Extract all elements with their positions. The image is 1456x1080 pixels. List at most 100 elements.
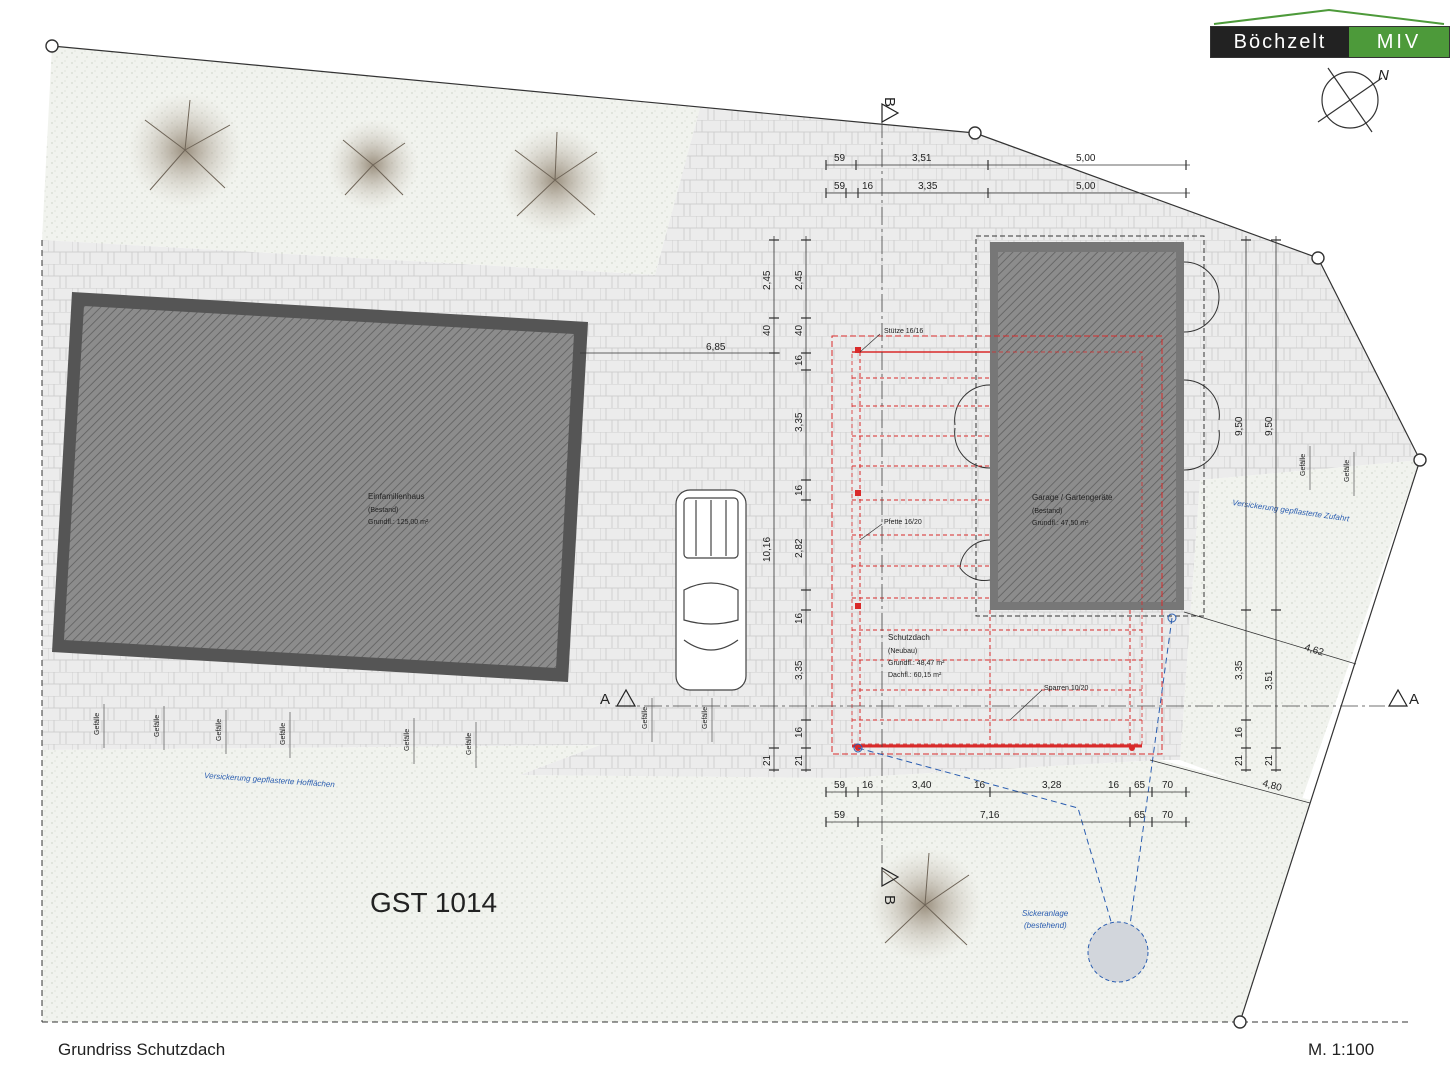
slope-label: Gefälle (1300, 454, 1307, 476)
dim-bottom-3: 3,40 (912, 780, 932, 791)
dim-right-2: 3,35 (1234, 660, 1245, 680)
slope-arrows (103, 446, 1355, 768)
roof-area: Grundfl.: 48,47 m² (888, 660, 945, 667)
roof-outline (831, 335, 1163, 755)
dim-left-5: 2,45 (794, 270, 805, 290)
roof-inner (851, 351, 1143, 745)
house-name: Einfamilienhaus (368, 492, 424, 501)
callout-sicker-2: (bestehend) (1024, 921, 1067, 930)
shelter-roof (831, 335, 1163, 755)
boundary-marker (1413, 453, 1427, 467)
dim-left-1: 2,45 (762, 270, 773, 290)
callout-sicker-1: Sickeranlage (1022, 909, 1069, 918)
plan-title: Grundriss Schutzdach (58, 1040, 225, 1059)
slope-label: Gefälle (466, 733, 473, 755)
dim-top-7: 5,00 (1076, 181, 1096, 192)
boundary-marker (968, 126, 982, 140)
dim-right-4: 21 (1234, 754, 1245, 766)
dim-left-12: 3,35 (794, 660, 805, 680)
section-triangle-icon (881, 866, 900, 888)
garage-outline (975, 235, 1205, 617)
house-roof-hatch (64, 306, 574, 668)
boundary-marker (1311, 251, 1325, 265)
dim-top-3: 5,00 (1076, 153, 1096, 164)
section-a-right: A (1409, 691, 1419, 708)
dim-left-13: 16 (794, 726, 805, 738)
north-label: N (1378, 67, 1389, 84)
dim-right-7: 21 (1264, 754, 1275, 766)
dim-bottom-6: 16 (1108, 780, 1120, 791)
company-logo: Böchzelt MIV (1210, 26, 1450, 58)
slope-label: Gefälle (404, 729, 411, 751)
dim-bottom-9: 59 (834, 810, 846, 821)
slope-label: Gefälle (280, 723, 287, 745)
column (855, 603, 861, 609)
dim-bottom-12: 70 (1162, 810, 1174, 821)
dim-left-3: 10,16 (762, 537, 773, 562)
dimension-lines (580, 164, 1357, 823)
slope-label: Gefälle (216, 719, 223, 741)
logo-roof-icon (1213, 8, 1445, 25)
dim-diag-2: 4,80 (1261, 778, 1283, 794)
dim-left-6: 40 (794, 324, 805, 336)
dim-top-6: 3,35 (918, 181, 938, 192)
section-triangle-icon (615, 688, 637, 707)
slope-labels: Gefälle Gefälle Gefälle Gefälle Gefälle … (94, 454, 1351, 755)
dimension-ticks (769, 160, 1281, 827)
roof-status: (Neubau) (888, 648, 917, 655)
dim-bottom-8: 70 (1162, 780, 1174, 791)
section-b-bottom: B (881, 895, 898, 905)
column (855, 490, 861, 496)
lawn-bottom (42, 745, 1310, 1022)
dim-bottom-11: 65 (1134, 810, 1146, 821)
house-area: Grundfl.: 125,00 m² (368, 519, 429, 526)
section-a-left: A (600, 691, 610, 708)
logo-text-left: Böchzelt (1211, 27, 1349, 57)
dim-top-2: 3,51 (912, 153, 932, 164)
dim-left-14: 21 (794, 754, 805, 766)
dim-left-10: 2,82 (794, 538, 805, 558)
callout-pfette: Pfette 16/20 (884, 519, 922, 526)
plan-scale: M. 1:100 (1308, 1040, 1374, 1059)
dim-right-6: 3,51 (1264, 670, 1275, 690)
boundary-marker (1233, 1015, 1247, 1029)
garage-name: Garage / Gartengeräte (1032, 493, 1113, 502)
dim-bottom-2: 16 (862, 780, 874, 791)
dim-top-4: 59 (834, 181, 846, 192)
dim-right-1: 9,50 (1234, 416, 1245, 436)
roof-roof-area: Dachfl.: 60,15 m² (888, 672, 942, 679)
garage-area: Grundfl.: 47,50 m² (1032, 520, 1089, 527)
door-swing-icon (1183, 261, 1220, 333)
dim-left-8: 3,35 (794, 412, 805, 432)
dim-bottom-5: 3,28 (1042, 780, 1062, 791)
door-swing-icon (1183, 379, 1220, 471)
door-swing-icon (959, 539, 991, 581)
column (1129, 745, 1135, 751)
slope-label: Gefälle (94, 713, 101, 735)
house-status: (Bestand) (368, 507, 398, 514)
dim-bottom-1: 59 (834, 780, 846, 791)
callout-stuetze: Stütze 16/16 (884, 328, 923, 335)
dim-bottom-4: 16 (974, 780, 986, 791)
parcel-number: GST 1014 (370, 887, 497, 918)
column (855, 347, 861, 353)
logo-text-right: MIV (1349, 27, 1449, 57)
dim-right-3: 16 (1234, 726, 1245, 738)
boundary-markers (45, 39, 1427, 1029)
boundary-marker (45, 39, 59, 53)
slope-label: Gefälle (702, 707, 709, 729)
lawn-right (1180, 460, 1420, 805)
section-markers (615, 102, 1409, 888)
dim-top-5: 16 (862, 181, 874, 192)
garage-status: (Bestand) (1032, 508, 1062, 515)
dim-top-1: 59 (834, 153, 846, 164)
dim-bottom-10: 7,16 (980, 810, 1000, 821)
dim-left-4: 21 (762, 754, 773, 766)
section-triangle-icon (881, 102, 900, 124)
slope-label: Gefälle (154, 715, 161, 737)
garage-doors (954, 261, 1220, 581)
section-triangle-icon (1387, 688, 1409, 707)
dim-left-7: 16 (794, 354, 805, 366)
callout-sparren: Sparren 10/20 (1044, 685, 1088, 692)
